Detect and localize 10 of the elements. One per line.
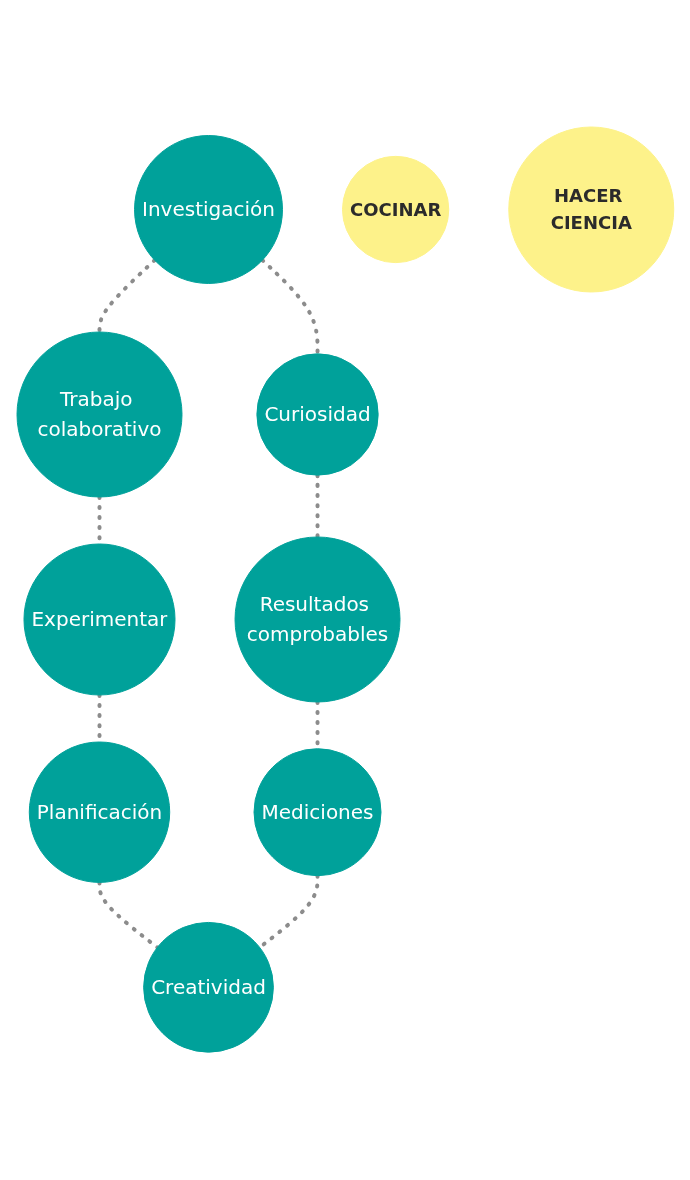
- node-circle: Planificación: [28, 741, 170, 884]
- node-circle: Experimentar: [23, 543, 176, 696]
- node-circle: Resultados comprobables: [234, 536, 401, 703]
- node-circle: COCINAR: [341, 156, 449, 264]
- node-circle: Investigación: [133, 135, 283, 285]
- node-circle: Curiosidad: [256, 353, 379, 477]
- node-circle: HACER CIENCIA: [507, 126, 674, 293]
- node-circle: Trabajo colaborativo: [16, 331, 183, 498]
- node-circle: Creatividad: [142, 922, 274, 1054]
- node-circle: Mediciones: [253, 748, 382, 877]
